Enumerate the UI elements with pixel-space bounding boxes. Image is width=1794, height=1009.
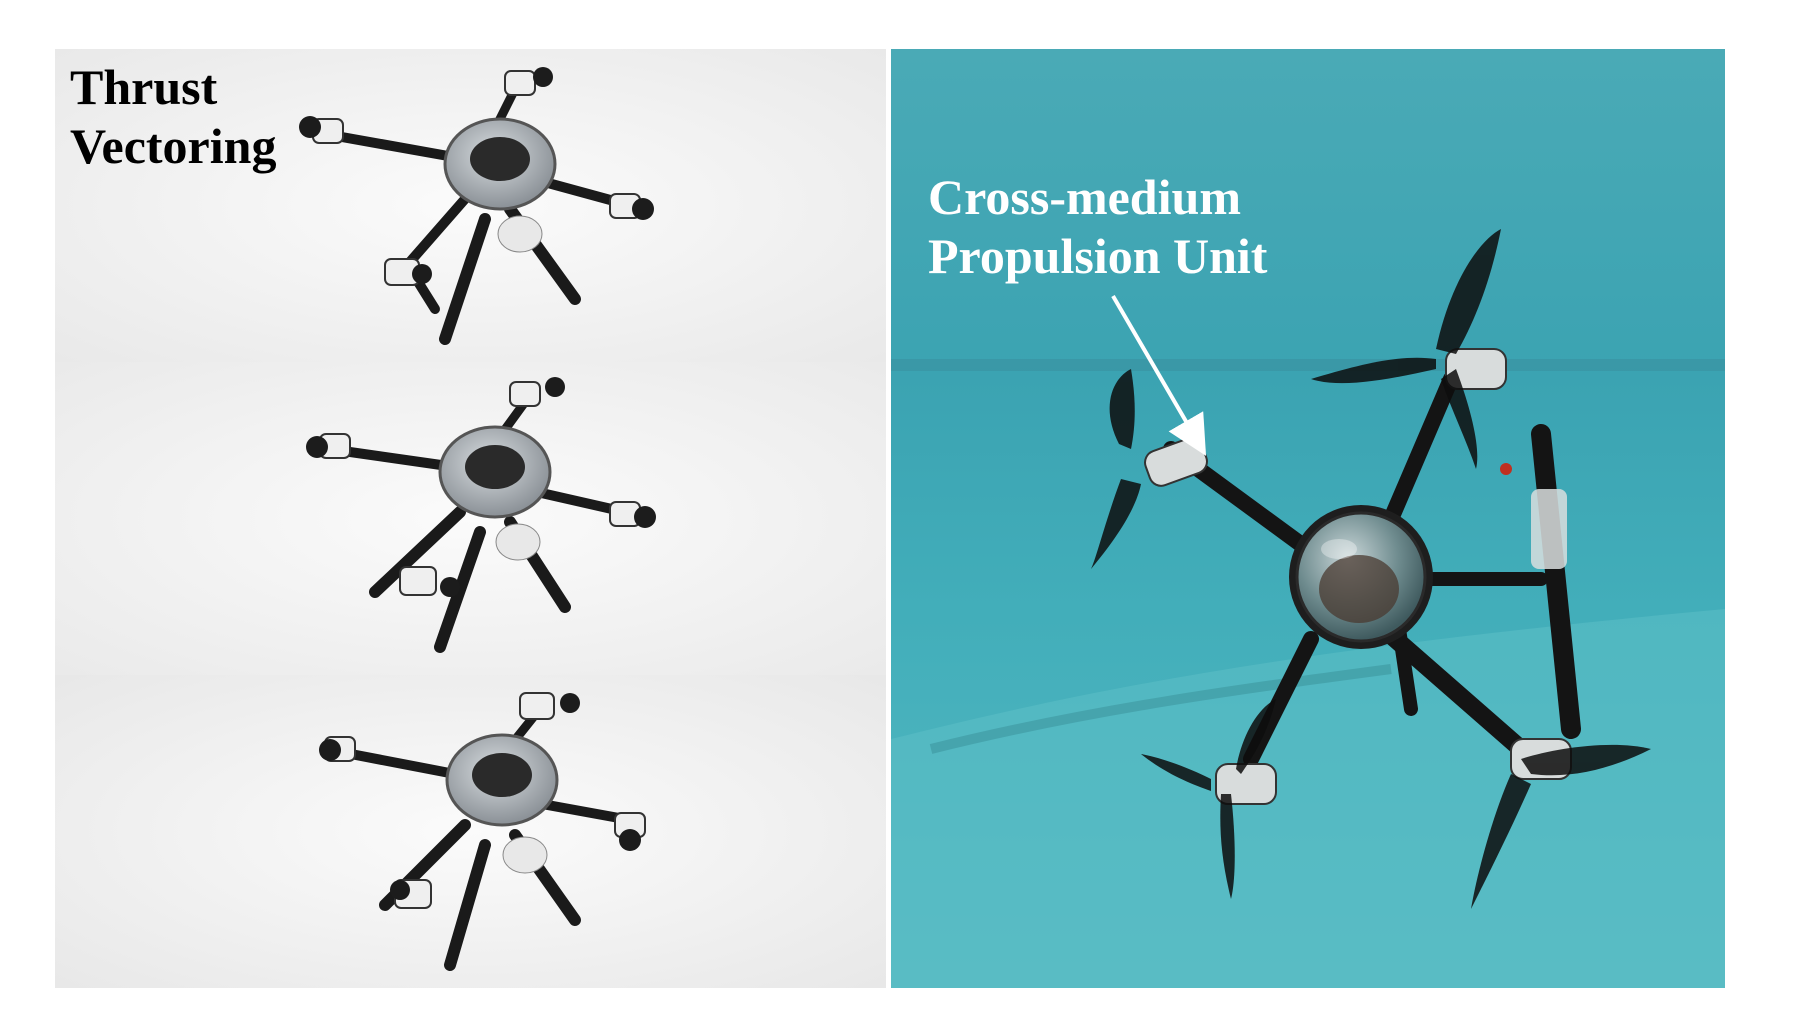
underwater-drone-photo: [891, 49, 1725, 988]
drone-frame-bottom: [55, 675, 886, 988]
thrust-vectoring-label: Thrust Vectoring: [70, 58, 276, 176]
drone-frame-middle: [55, 362, 886, 675]
cross-medium-label: Cross-medium Propulsion Unit: [928, 168, 1267, 286]
thrust-label-line-1: Thrust: [70, 59, 218, 115]
thrust-vectoring-photo-strip: [55, 49, 886, 988]
cross-label-line-2: Propulsion Unit: [928, 228, 1268, 284]
underwater-scene: [891, 49, 1725, 988]
drone-photo-3: [55, 675, 886, 988]
cross-label-line-1: Cross-medium: [928, 169, 1241, 225]
drone-photo-1: [55, 49, 886, 362]
drone-frame-top: [55, 49, 886, 362]
thrust-label-line-2: Vectoring: [70, 118, 277, 174]
drone-photo-2: [55, 362, 886, 675]
